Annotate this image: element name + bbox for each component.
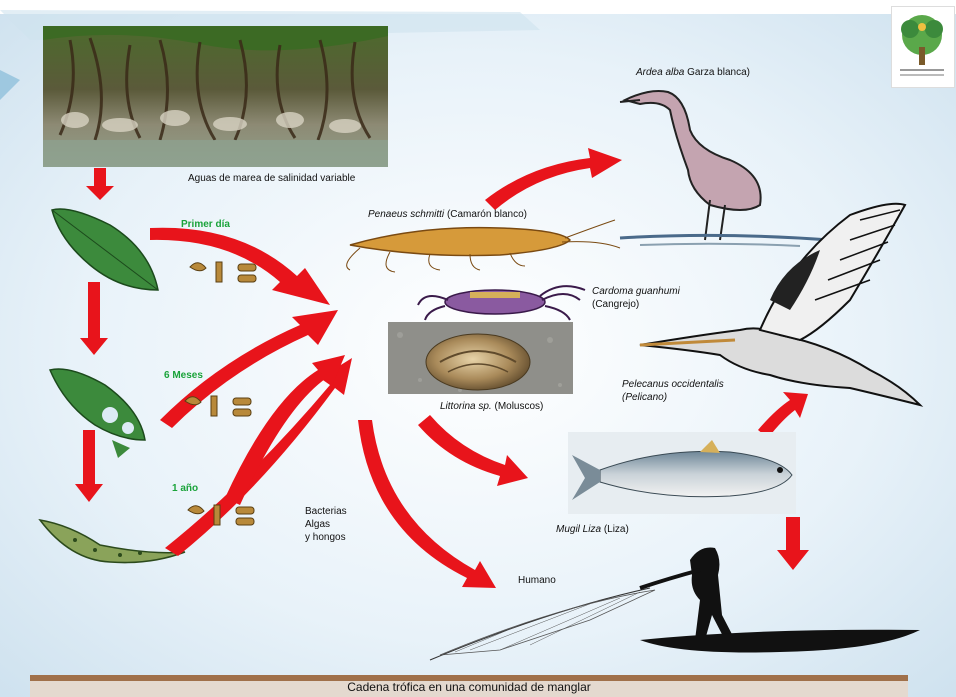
heron-common-name: Garza blanca) xyxy=(687,67,750,78)
crab-common-name: (Cangrejo) xyxy=(592,299,639,310)
pelican-common-name: (Pelicano) xyxy=(622,392,667,403)
fish-icon xyxy=(568,432,796,514)
decomposer-label-1: Bacterias xyxy=(305,505,347,518)
snail-photo xyxy=(388,322,573,394)
caption-bar: Cadena trófica en una comunidad de mangl… xyxy=(30,670,908,696)
snail-label: Littorina sp. (Moluscos) xyxy=(440,400,543,413)
crab-label: Cardoma guanhumi (Cangrejo) xyxy=(592,285,680,311)
shrimp-scientific-name: Penaeus schmitti xyxy=(368,209,444,220)
human-label: Humano xyxy=(518,574,556,587)
logo-icon xyxy=(891,6,955,88)
snail-scientific-name: Littorina sp. xyxy=(440,401,492,412)
fish-common-name: (Liza) xyxy=(604,524,629,535)
decomposer-label-2: Algas xyxy=(305,518,330,531)
crab-scientific-name: Cardoma guanhumi xyxy=(592,286,680,297)
shrimp-common-name: (Camarón blanco) xyxy=(447,209,527,220)
decomposer-label-3: y hongos xyxy=(305,531,346,544)
mangrove-roots-photo xyxy=(43,26,388,167)
pelican-scientific-name: Pelecanus occidentalis xyxy=(622,379,724,390)
first-day-label: Primer día xyxy=(181,218,230,231)
heron-scientific-name: Ardea alba xyxy=(636,67,684,78)
one-year-label: 1 año xyxy=(172,482,198,495)
snail-common-name: (Moluscos) xyxy=(494,401,543,412)
fish-label: Mugil Liza (Liza) xyxy=(556,523,629,536)
diagram-caption: Cadena trófica en una comunidad de mangl… xyxy=(30,680,908,694)
pelican-label: Pelecanus occidentalis (Pelicano) xyxy=(622,378,724,404)
six-months-label: 6 Meses xyxy=(164,369,203,382)
fish-scientific-name: Mugil Liza xyxy=(556,524,601,535)
heron-label: Ardea alba Garza blanca) xyxy=(636,66,750,79)
water-label: Aguas de marea de salinidad variable xyxy=(188,172,355,185)
shrimp-label: Penaeus schmitti (Camarón blanco) xyxy=(368,208,527,221)
